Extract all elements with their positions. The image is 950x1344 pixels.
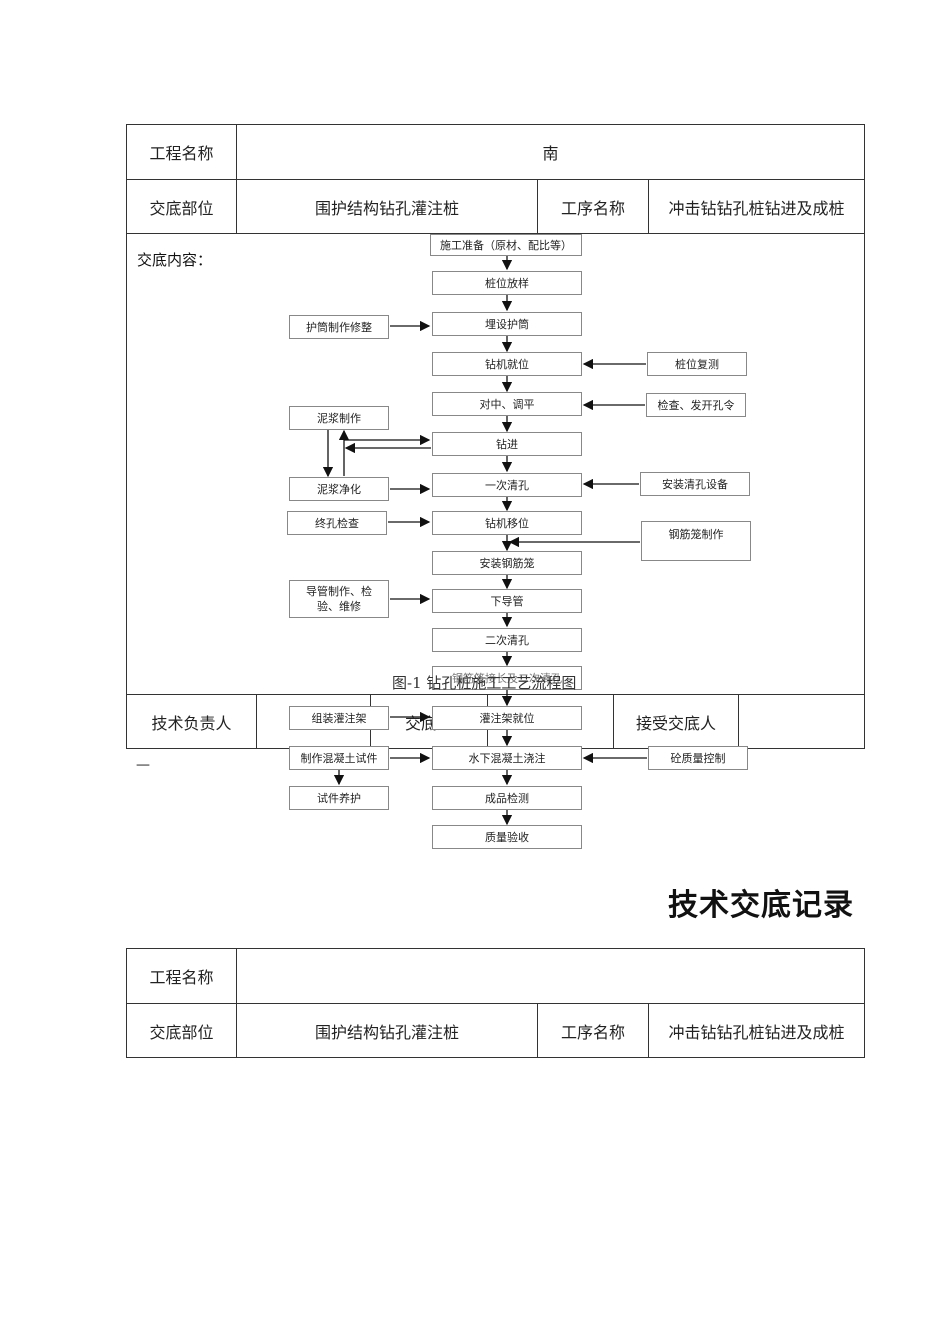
table-border (236, 948, 237, 1058)
table-border (126, 124, 127, 749)
table-border (864, 948, 865, 1058)
flow-side-specimen-curing: 试件养护 (289, 786, 389, 810)
table-border (126, 694, 865, 695)
part-value-2: 围护结构钻孔灌注桩 (314, 1022, 459, 1042)
table-border (613, 694, 614, 749)
flow-step-lower-conduit: 下导管 (432, 589, 582, 613)
flow-step-overlap: 钢筋笼接长及二次清孔 (432, 666, 582, 690)
content-label: 交底内容： (137, 251, 213, 269)
flow-side-mud-preparation: 泥浆制作 (289, 406, 389, 430)
table-border (126, 948, 127, 1058)
part-label: 交底部位 (149, 198, 214, 218)
table-border (648, 179, 649, 234)
project-name-value: 南 (542, 144, 559, 163)
flow-step-align-level: 对中、调平 (432, 392, 582, 416)
dash-mark: — (136, 757, 150, 773)
flow-step-product-test: 成品检测 (432, 786, 582, 810)
part-label-2: 交底部位 (149, 1022, 214, 1042)
table-border (864, 124, 865, 749)
process-label-2: 工序名称 (560, 1022, 625, 1042)
doc-title: 技术交底记录 (668, 888, 854, 923)
flow-side-frame-assembly: 组装灌注架 (289, 706, 389, 730)
flow-step-casing: 埋设护筒 (432, 312, 582, 336)
table-border (126, 179, 865, 180)
table-border (648, 1003, 649, 1058)
project-name-label-2: 工程名称 (149, 968, 214, 987)
flow-step-frame-position: 灌注架就位 (432, 706, 582, 730)
flow-step-rig-move: 钻机移位 (432, 511, 582, 535)
flow-side-concrete-quality: 砼质量控制 (648, 746, 748, 770)
flow-step-install-cage: 安装钢筋笼 (432, 551, 582, 575)
flowchart-connectors (322, 256, 647, 826)
table-border (126, 1057, 865, 1058)
flow-step-underwater-pour: 水下混凝土浇注 (432, 746, 582, 770)
process-value: 冲击钻钻孔桩钻进及成桩 (668, 198, 845, 218)
flow-side-casing-fabrication: 护筒制作修整 (289, 315, 389, 339)
flow-step-first-cleaning: 一次清孔 (432, 473, 582, 497)
table-border (126, 233, 865, 234)
table-border (537, 1003, 538, 1058)
table-border (236, 124, 237, 234)
flow-side-cage-fabrication: 钢筋笼制作 (641, 521, 751, 561)
flow-side-conduit-maintenance: 导管制作、检验、维修 (289, 580, 389, 618)
flow-step-preparation: 施工准备（原材、配比等） (430, 234, 582, 256)
flow-side-concrete-specimen: 制作混凝土试件 (289, 746, 389, 770)
flow-side-cleaning-equipment: 安装清孔设备 (640, 472, 750, 496)
table-border (126, 124, 865, 125)
part-value: 围护结构钻孔灌注桩 (314, 198, 459, 218)
process-value-2: 冲击钻钻孔桩钻进及成桩 (668, 1022, 845, 1042)
flow-step-acceptance: 质量验收 (432, 825, 582, 849)
project-name-label: 工程名称 (149, 144, 214, 163)
table-border (126, 948, 865, 949)
table-border (537, 179, 538, 234)
flow-side-pile-recheck: 桩位复测 (647, 352, 747, 376)
flow-side-mud-purification: 泥浆净化 (289, 477, 389, 501)
flow-side-final-hole-check: 终孔检查 (287, 511, 387, 535)
receiver-label: 接受交底人 (635, 713, 716, 733)
flow-side-inspection-order: 检查、发开孔令 (646, 393, 746, 417)
project-name-value-2 (237, 949, 864, 1003)
flowchart-caption: 图-1 钻孔桩施工工艺流程图 (392, 674, 577, 692)
table-border (256, 694, 257, 749)
process-label: 工序名称 (560, 198, 625, 218)
table-border (126, 1003, 865, 1004)
flow-step-second-cleaning: 二次清孔 (432, 628, 582, 652)
flow-step-rig-position: 钻机就位 (432, 352, 582, 376)
flow-step-pile-layout: 桩位放样 (432, 271, 582, 295)
table-border (738, 694, 739, 749)
flow-step-drilling: 钻进 (432, 432, 582, 456)
tech-lead-label: 技术负责人 (151, 713, 232, 733)
